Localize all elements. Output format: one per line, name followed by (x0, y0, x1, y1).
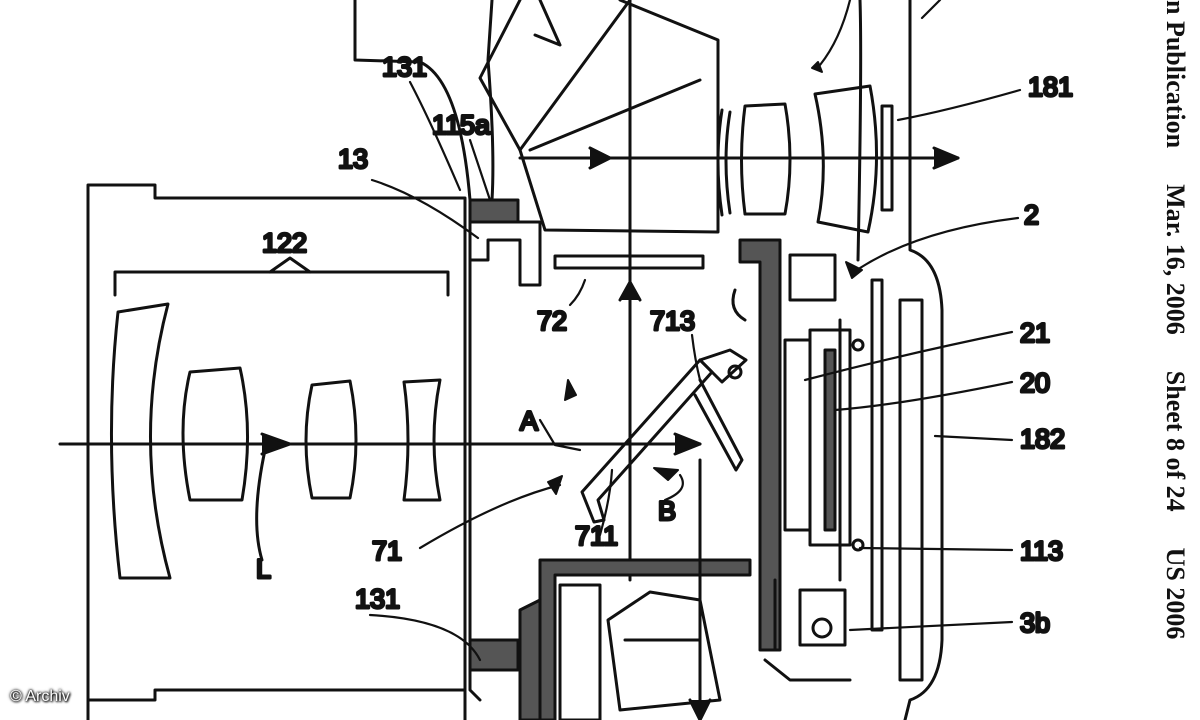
label-131-top: 131 (382, 52, 427, 82)
focusing-screen (553, 254, 705, 270)
lens-elements (109, 302, 442, 580)
finder-axis (518, 146, 960, 302)
label-711: 711 (575, 521, 618, 551)
image-credit: © Archiv (10, 688, 70, 705)
patent-number: US 2006 (1161, 547, 1190, 640)
label-182: 182 (1020, 424, 1065, 454)
lens-barrel (86, 183, 467, 720)
optical-axis (58, 432, 702, 562)
af-module (518, 458, 752, 720)
sheet-number: Sheet 8 of 24 (1161, 370, 1190, 512)
label-181: 181 (1028, 72, 1073, 102)
label-21: 21 (1020, 318, 1050, 348)
label-71: 71 (372, 536, 402, 566)
label-115a: 115a (432, 110, 491, 140)
camera-body (353, 0, 944, 720)
label-20: 20 (1020, 368, 1050, 398)
label-B: B (658, 496, 676, 526)
label-122: 122 (262, 228, 307, 258)
main-mirror (580, 348, 748, 524)
label-113: 113 (1020, 536, 1063, 566)
label-13: 13 (338, 144, 368, 174)
bracket-122 (113, 256, 450, 297)
leader-arrowheads (547, 61, 863, 495)
leader-lines (368, 0, 1022, 662)
label-72: 72 (537, 306, 567, 336)
publication-title: n Publication (1161, 0, 1190, 149)
sensor-assembly (731, 238, 924, 682)
eyepiece-lenses (716, 84, 894, 234)
label-713: 713 (650, 306, 695, 336)
label-3b: 3b (1020, 608, 1050, 638)
publication-date: Mar. 16, 2006 (1161, 184, 1190, 335)
patent-side-header: n Publication Mar. 16, 2006 Sheet 8 of 2… (1150, 0, 1200, 720)
lens-mount (468, 198, 542, 672)
label-131-bottom: 131 (355, 584, 400, 614)
label-A: A (520, 406, 538, 436)
label-L: L (256, 554, 271, 584)
pentaprism (478, 0, 720, 582)
label-2: 2 (1024, 200, 1039, 230)
